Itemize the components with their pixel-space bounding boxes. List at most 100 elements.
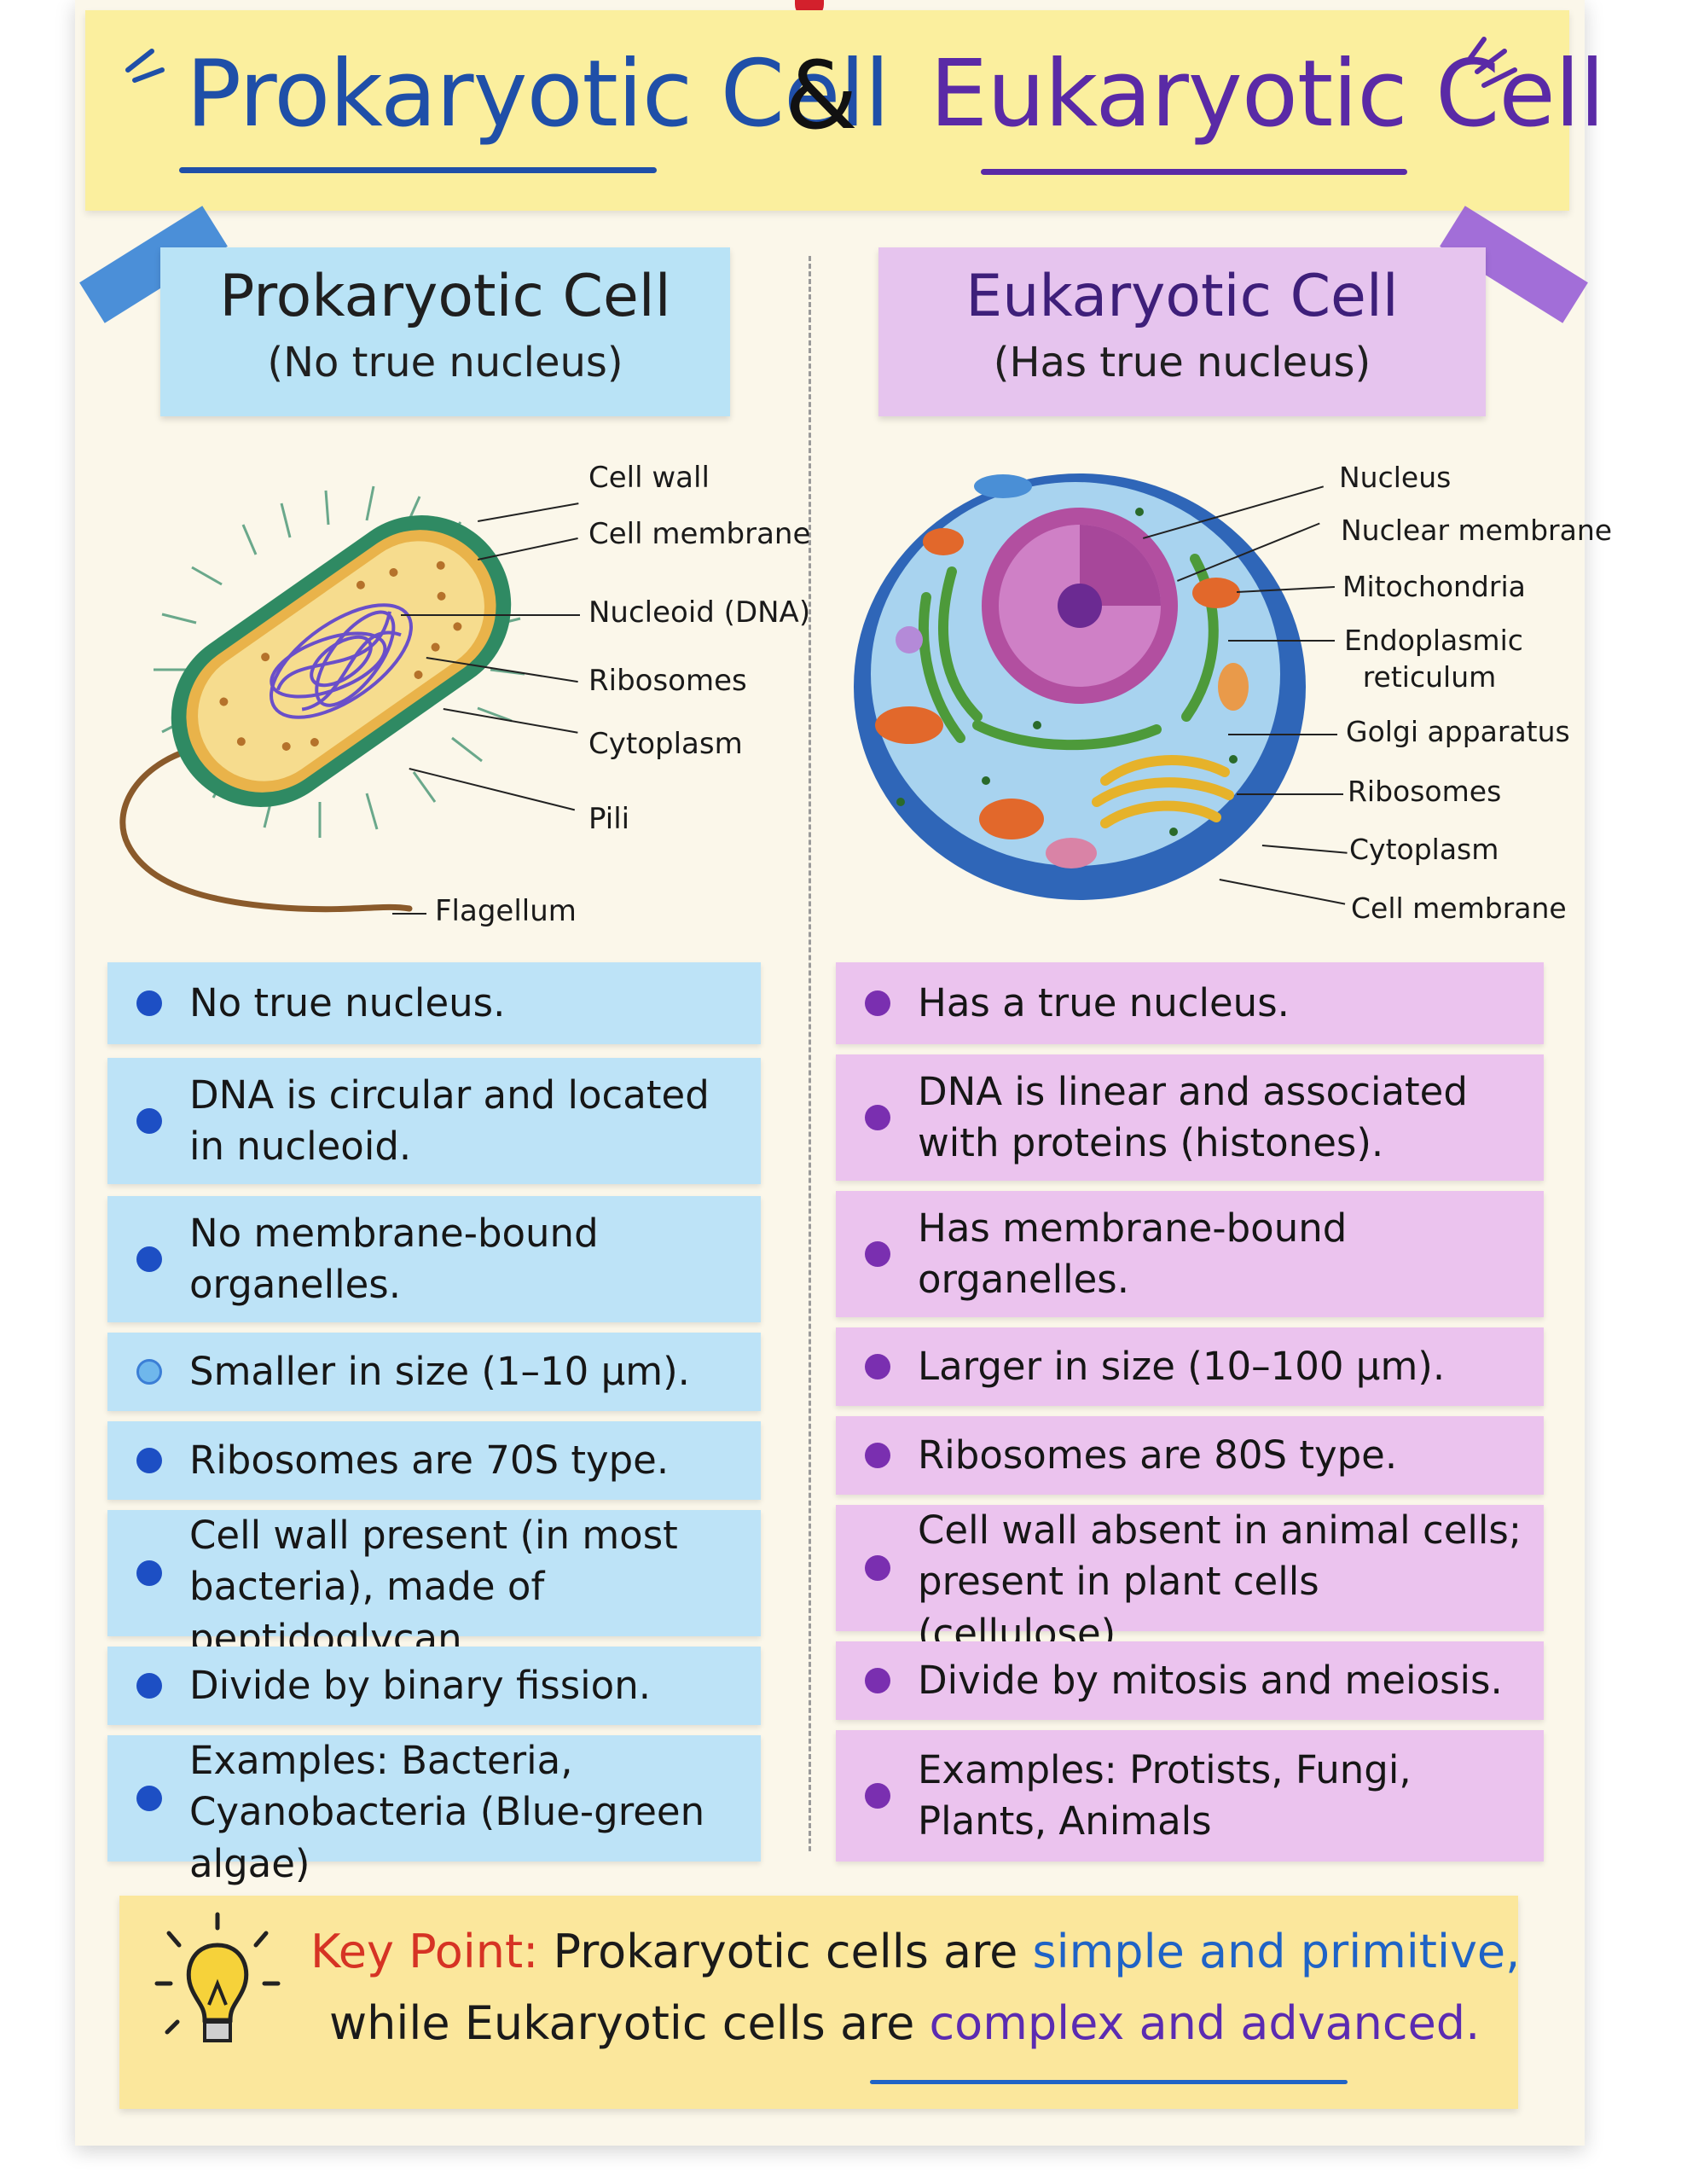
pro-fact-text: DNA is circular and located in nucleoid. xyxy=(189,1072,710,1169)
eukaryotic-card-title: Eukaryotic Cell xyxy=(965,263,1399,330)
bullet-icon xyxy=(136,990,162,1016)
euk-label-cell-membrane: Cell membrane xyxy=(1351,892,1567,925)
bullet-icon xyxy=(865,990,890,1016)
euk-fact-text: Larger in size (10–100 µm). xyxy=(918,1344,1446,1389)
bullet-icon xyxy=(136,1108,162,1134)
eukaryotic-cell-diagram xyxy=(854,473,1306,900)
euk-label-ribosomes: Ribosomes xyxy=(1348,775,1502,808)
pro-fact-text: Divide by binary fission. xyxy=(189,1663,652,1708)
flagellum xyxy=(119,747,413,913)
euk-fact-text: Ribosomes are 80S type. xyxy=(918,1432,1398,1478)
key-point-box: Key Point: Prokaryotic cells are simple … xyxy=(119,1896,1520,2109)
prokaryotic-card-subtitle: (No true nucleus) xyxy=(267,339,623,386)
key-point-highlight-a: simple and primitive, xyxy=(1032,1925,1521,1978)
bullet-icon xyxy=(865,1105,890,1130)
pro-label-nucleoid: Nucleoid (DNA) xyxy=(588,595,811,630)
euk-fact-5: Ribosomes are 80S type. xyxy=(836,1416,1544,1495)
key-point-text-b: while Eukaryotic cells are xyxy=(329,1996,915,2050)
pro-fact-text: Ribosomes are 70S type. xyxy=(189,1438,670,1483)
euk-fact-7: Divide by mitosis and meiosis. xyxy=(836,1641,1544,1720)
bullet-icon xyxy=(136,1786,162,1811)
key-point-highlight-b: complex and advanced. xyxy=(929,1996,1481,2050)
euk-fact-text: Has membrane-bound organelles. xyxy=(918,1205,1348,1302)
bullet-icon xyxy=(136,1560,162,1586)
key-point-line-2: while Eukaryotic cells are complex and a… xyxy=(329,1996,1480,2050)
euk-label-golgi: Golgi apparatus xyxy=(1346,715,1570,748)
pro-label-pili: Pili xyxy=(588,802,630,836)
bullet-icon xyxy=(865,1241,890,1267)
pro-fact-1: No true nucleus. xyxy=(107,962,761,1044)
bullet-icon xyxy=(865,1354,890,1380)
euk-fact-text: Examples: Protists, Fungi, Plants, Anima… xyxy=(918,1746,1412,1844)
leader-golgi xyxy=(1228,734,1337,735)
bullet-icon xyxy=(136,1673,162,1699)
pro-fact-text: No true nucleus. xyxy=(189,980,506,1025)
nucleolus xyxy=(1058,584,1102,628)
mitochondria xyxy=(875,528,1249,839)
leader-nucleoid xyxy=(401,614,580,616)
euk-fact-4: Larger in size (10–100 µm). xyxy=(836,1327,1544,1406)
euk-label-cytoplasm: Cytoplasm xyxy=(1349,833,1499,866)
pro-fact-text: Smaller in size (1–10 µm). xyxy=(189,1349,690,1394)
euk-fact-2: DNA is linear and associated with protei… xyxy=(836,1054,1544,1181)
euk-fact-text: DNA is linear and associated with protei… xyxy=(918,1068,1468,1165)
euk-fact-3: Has membrane-bound organelles. xyxy=(836,1191,1544,1317)
header-prokaryotic-title: Prokaryotic Cell xyxy=(186,41,890,148)
prokaryotic-card-title: Prokaryotic Cell xyxy=(219,263,671,330)
pro-fact-8: Examples: Bacteria, Cyanobacteria (Blue-… xyxy=(107,1735,761,1886)
column-divider xyxy=(809,256,811,1851)
key-point-label: Key Point: xyxy=(310,1925,539,1978)
title-underline-purple xyxy=(981,169,1407,175)
key-point-underline xyxy=(870,2080,1348,2084)
lightbulb-icon xyxy=(154,1912,281,2042)
euk-label-er: Endoplasmic reticulum xyxy=(1344,624,1523,694)
euk-label-nucleus: Nucleus xyxy=(1339,461,1452,494)
bullet-icon xyxy=(136,1359,162,1385)
pro-fact-4: Smaller in size (1–10 µm). xyxy=(107,1333,761,1411)
key-point-text-a: Prokaryotic cells are xyxy=(553,1925,1018,1978)
euk-fact-text: Divide by mitosis and meiosis. xyxy=(918,1658,1503,1703)
header-ampersand: & xyxy=(785,41,858,150)
euk-fact-text: Has a true nucleus. xyxy=(918,980,1290,1025)
ribosomes xyxy=(896,508,1238,836)
pro-label-cytoplasm: Cytoplasm xyxy=(588,727,743,761)
key-point-line-1: Key Point: Prokaryotic cells are simple … xyxy=(310,1925,1520,1978)
euk-label-mitochondria: Mitochondria xyxy=(1342,570,1526,603)
leader-flagellum xyxy=(392,913,426,915)
leader-ribosomes-euk xyxy=(1237,793,1343,795)
nucleoid-dna xyxy=(270,603,413,719)
pro-fact-6: Cell wall present (in most bacteria), ma… xyxy=(107,1510,761,1661)
bullet-icon xyxy=(136,1246,162,1272)
eukaryotic-card: Eukaryotic Cell (Has true nucleus) xyxy=(878,247,1486,416)
pro-fact-2: DNA is circular and located in nucleoid. xyxy=(107,1058,761,1184)
bullet-icon xyxy=(865,1783,890,1809)
euk-fact-6: Cell wall absent in animal cells; presen… xyxy=(836,1505,1544,1656)
bullet-icon xyxy=(865,1555,890,1581)
pro-fact-7: Divide by binary fission. xyxy=(107,1647,761,1725)
sparkle-left-icon xyxy=(125,49,165,83)
endoplasmic-reticulum xyxy=(918,554,1219,751)
title-underline-blue xyxy=(179,167,657,173)
sparkle-right-icon xyxy=(1468,37,1517,88)
pro-fact-text: No membrane-bound organelles. xyxy=(189,1210,599,1307)
leader-er xyxy=(1228,640,1335,642)
pro-label-cell-membrane: Cell membrane xyxy=(588,517,811,551)
bullet-icon xyxy=(865,1668,890,1693)
bullet-icon xyxy=(865,1443,890,1468)
pro-label-cell-wall: Cell wall xyxy=(588,461,710,495)
euk-fact-1: Has a true nucleus. xyxy=(836,962,1544,1044)
vesicles xyxy=(896,474,1097,868)
pro-label-flagellum: Flagellum xyxy=(435,894,577,928)
euk-fact-text: Cell wall absent in animal cells; presen… xyxy=(918,1507,1522,1656)
prokaryotic-cell-diagram xyxy=(119,485,525,913)
euk-label-nuclear-membrane: Nuclear membrane xyxy=(1341,514,1613,547)
pro-fact-5: Ribosomes are 70S type. xyxy=(107,1421,761,1500)
pro-fact-3: No membrane-bound organelles. xyxy=(107,1196,761,1322)
header-eukaryotic-title: Eukaryotic Cell xyxy=(930,41,1605,148)
eukaryotic-card-subtitle: (Has true nucleus) xyxy=(993,339,1371,386)
golgi-apparatus xyxy=(1092,755,1234,828)
pro-label-ribosomes: Ribosomes xyxy=(588,664,747,698)
prokaryotic-card: Prokaryotic Cell (No true nucleus) xyxy=(160,247,730,416)
title-banner xyxy=(85,10,1569,211)
pro-fact-text: Cell wall present (in most bacteria), ma… xyxy=(189,1513,678,1661)
